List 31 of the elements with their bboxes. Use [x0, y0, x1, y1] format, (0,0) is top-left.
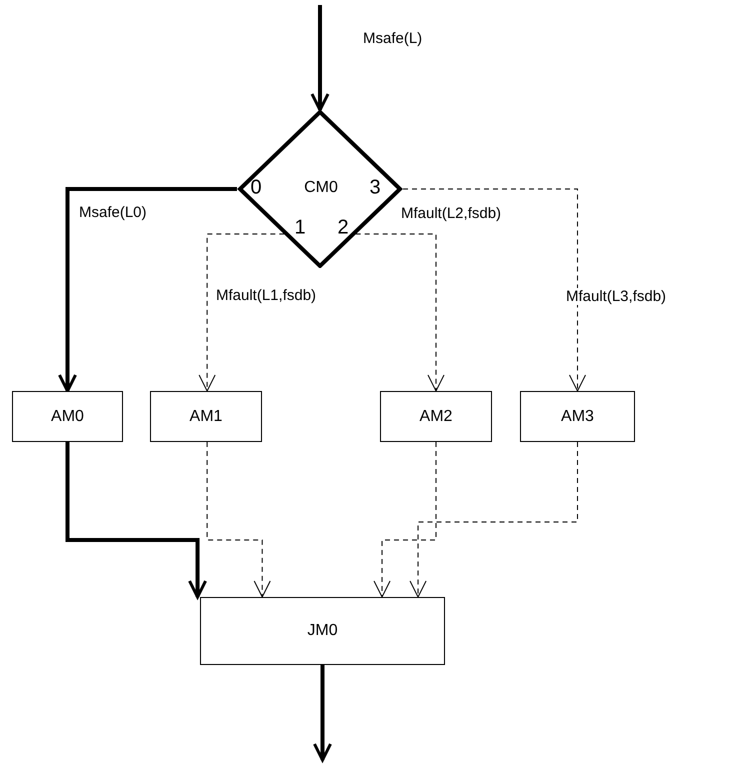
process-box	[12, 391, 123, 442]
edge-label: Msafe(L)	[362, 30, 424, 47]
decision-diamond	[237, 110, 403, 268]
node-label: AM2	[420, 408, 452, 426]
arrow	[58, 187, 237, 392]
arrow	[374, 442, 436, 598]
arrow	[66, 442, 208, 598]
arrow	[410, 442, 578, 598]
edge-label: Msafe(L0)	[78, 204, 148, 221]
port-number: 1	[294, 216, 306, 240]
arrow	[355, 234, 444, 392]
port-number: 2	[337, 216, 349, 240]
process-box	[150, 391, 262, 442]
edge-label: Mfault(L3,fsdb)	[565, 288, 668, 305]
edge-label: Mfault(L2,fsdb)	[400, 205, 502, 222]
node-label: AM3	[561, 408, 594, 426]
process-box	[520, 391, 635, 442]
port-number: 3	[369, 176, 381, 200]
edge-label: Mfault(L1,fsdb)	[215, 287, 318, 304]
arrow	[206, 442, 271, 598]
node-label: JM0	[307, 622, 338, 640]
arrow	[402, 188, 586, 392]
process-box	[380, 391, 492, 442]
port-number: 0	[250, 176, 262, 200]
arrow	[198, 234, 285, 392]
arrow	[310, 5, 330, 112]
arrow	[313, 665, 332, 762]
process-box	[200, 597, 445, 665]
node-label: CM0	[304, 179, 338, 197]
node-label: AM0	[51, 408, 84, 426]
node-label: AM1	[190, 408, 222, 426]
